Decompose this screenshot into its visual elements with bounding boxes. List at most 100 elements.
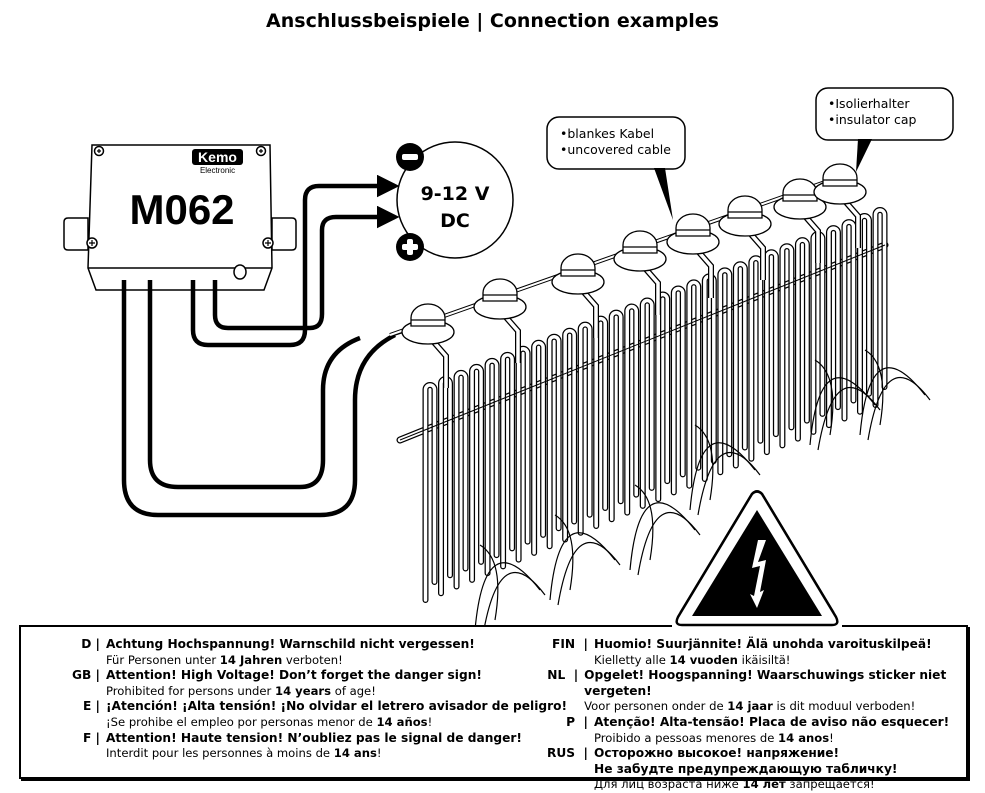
fence-picket-fill [516,347,530,562]
language-code: GB | [72,668,100,683]
warning-heading: Opgelet! Hoogspanning! Waarschuwings sti… [584,668,947,698]
fence-picket-fill [454,371,468,589]
fence [389,163,931,636]
fence-picket-fill [873,208,887,407]
warning-heading: Attention! Haute tension! N’oubliez pas … [106,730,522,745]
fence-picket-fill [672,286,685,495]
screw-icons [89,149,271,246]
fence-picket-fill [765,250,778,454]
grass-blade [482,572,546,636]
warning-text: Opgelet! Hoogspanning! Waarschuwings sti… [578,668,966,715]
insulator-cap [822,163,858,187]
insulator-cap [622,230,658,254]
callout-line: blankes Kabel [560,126,671,142]
warning-age-note: Interdit pour les personnes à moins de 1… [106,746,382,761]
fence-picket-fill [532,341,545,555]
fence-picket-fill [563,328,576,542]
insulator-post-fill [695,248,713,298]
page-title: Anschlussbeispiele | Connection examples [266,10,719,32]
grass-blade [474,562,541,631]
callout-cable-text: blankes Kabel uncovered cable [560,126,671,158]
fence-picket-fill [470,365,483,582]
fence-picket-fill [578,322,592,535]
grass-blade [809,377,876,446]
fence-picket-fill [485,359,499,575]
fence-picket-fill [547,335,561,548]
fence-picket-fill [625,304,638,515]
device-model: M062 [129,186,234,233]
insulator-post-fill [642,265,660,315]
fence-picket-fill [423,383,437,602]
grass-blade [637,512,701,576]
fence-picket-fill [594,316,607,528]
kemo-logo-text: Kemo [198,149,237,165]
insulator-post-fill [747,230,765,280]
warning-row: E |¡Atención! ¡Alta tensión! ¡No olvidar… [21,699,567,730]
warning-heading: Не забудте предупреждающую табличку! [594,761,898,776]
insulator-post-fill [502,313,520,363]
language-code: NL | [547,668,579,683]
grass-blade [629,502,696,571]
warning-text: Attention! Haute tension! N’oubliez pas … [100,731,522,762]
grass-blade [689,442,756,511]
device-box [63,144,297,291]
grass-blade [814,359,834,436]
fence-rail-line [399,244,886,441]
warning-age-note: ¡Se prohibe el empleo por personas menor… [106,714,433,729]
grass-blade [549,532,616,601]
language-code: P | [566,714,588,729]
warning-text: Huomio! Suurjännite! Älä unohda varoitus… [588,637,932,668]
minus-circle-icon [396,143,424,171]
grass-blade [634,484,654,561]
language-code: RUS | [547,746,588,761]
power-supply-circle [396,141,514,259]
grass-blade [557,542,621,606]
fence-picket-fill [827,226,840,427]
fence-picket-fill [796,238,809,441]
warning-row: FIN | Huomio! Suurjännite! Älä unohda var… [506,637,966,668]
warning-row: F | Attention! Haute tension! N’oubliez p… [21,731,567,762]
kemo-electronic-text: Electronic [200,166,235,175]
warning-text: Achtung Hochspannung! Warnschild nicht v… [100,637,475,668]
fence-picket-fill [718,268,732,474]
grass-blade [859,367,926,436]
fence-picket-fill [703,274,716,481]
insulator-cap [675,213,711,237]
warnings-left-column: D | Achtung Hochspannung! Warnschild nich… [21,637,567,762]
warning-heading: Achtung Hochspannung! Warnschild nicht v… [106,637,475,651]
fence-picket-fill [609,310,623,522]
fence-picket-fill [439,377,452,596]
power-wires [190,174,400,348]
insulator-post-fill [802,213,820,263]
grass-blade [864,349,884,426]
warning-row: GB | Attention! High Voltage! Don’t forge… [21,668,567,699]
grass-blade [817,387,881,451]
frame-gap [672,612,842,634]
insulator-post-fill [430,338,448,388]
fence-picket-fill [780,244,794,448]
warning-text: Atenção! Alta-tensão! Placa de aviso não… [588,715,949,746]
insulator-cap [560,253,596,277]
language-code: F | [82,730,100,745]
grass-blade [867,377,931,441]
warning-heading: Huomio! Suurjännite! Älä unohda varoitus… [594,637,932,651]
callout-line: uncovered cable [560,142,671,158]
fence-picket-fill [842,220,856,421]
warning-heading: Осторожно высокое! напряжение! [594,746,840,761]
language-code: FIN | [552,637,588,651]
warning-box: D | Achtung Hochspannung! Warnschild nich… [19,625,968,791]
callout-line: insulator cap [828,112,916,128]
insulator-cap [782,178,818,202]
fence-picket-fill [501,353,514,569]
language-code: D | [81,637,100,651]
callout-line: Isolierhalter [828,96,916,112]
grass-blade [554,514,574,591]
callout-insulator-text: Isolierhalter insulator cap [828,96,916,128]
warning-heading: Attention! High Voltage! Don’t forget th… [106,668,482,683]
warning-text: ¡Atención! ¡Alta tensión! ¡No olvidar el… [100,699,567,730]
high-voltage-warning-icon [675,490,839,627]
fence-picket-fill [749,256,763,461]
fence-picket-fill [656,292,670,501]
warning-age-note: Kielletty alle 14 vuoden ikäisiltä! [594,652,791,667]
warning-age-note: Prohibited for persons under 14 years of… [106,683,376,698]
